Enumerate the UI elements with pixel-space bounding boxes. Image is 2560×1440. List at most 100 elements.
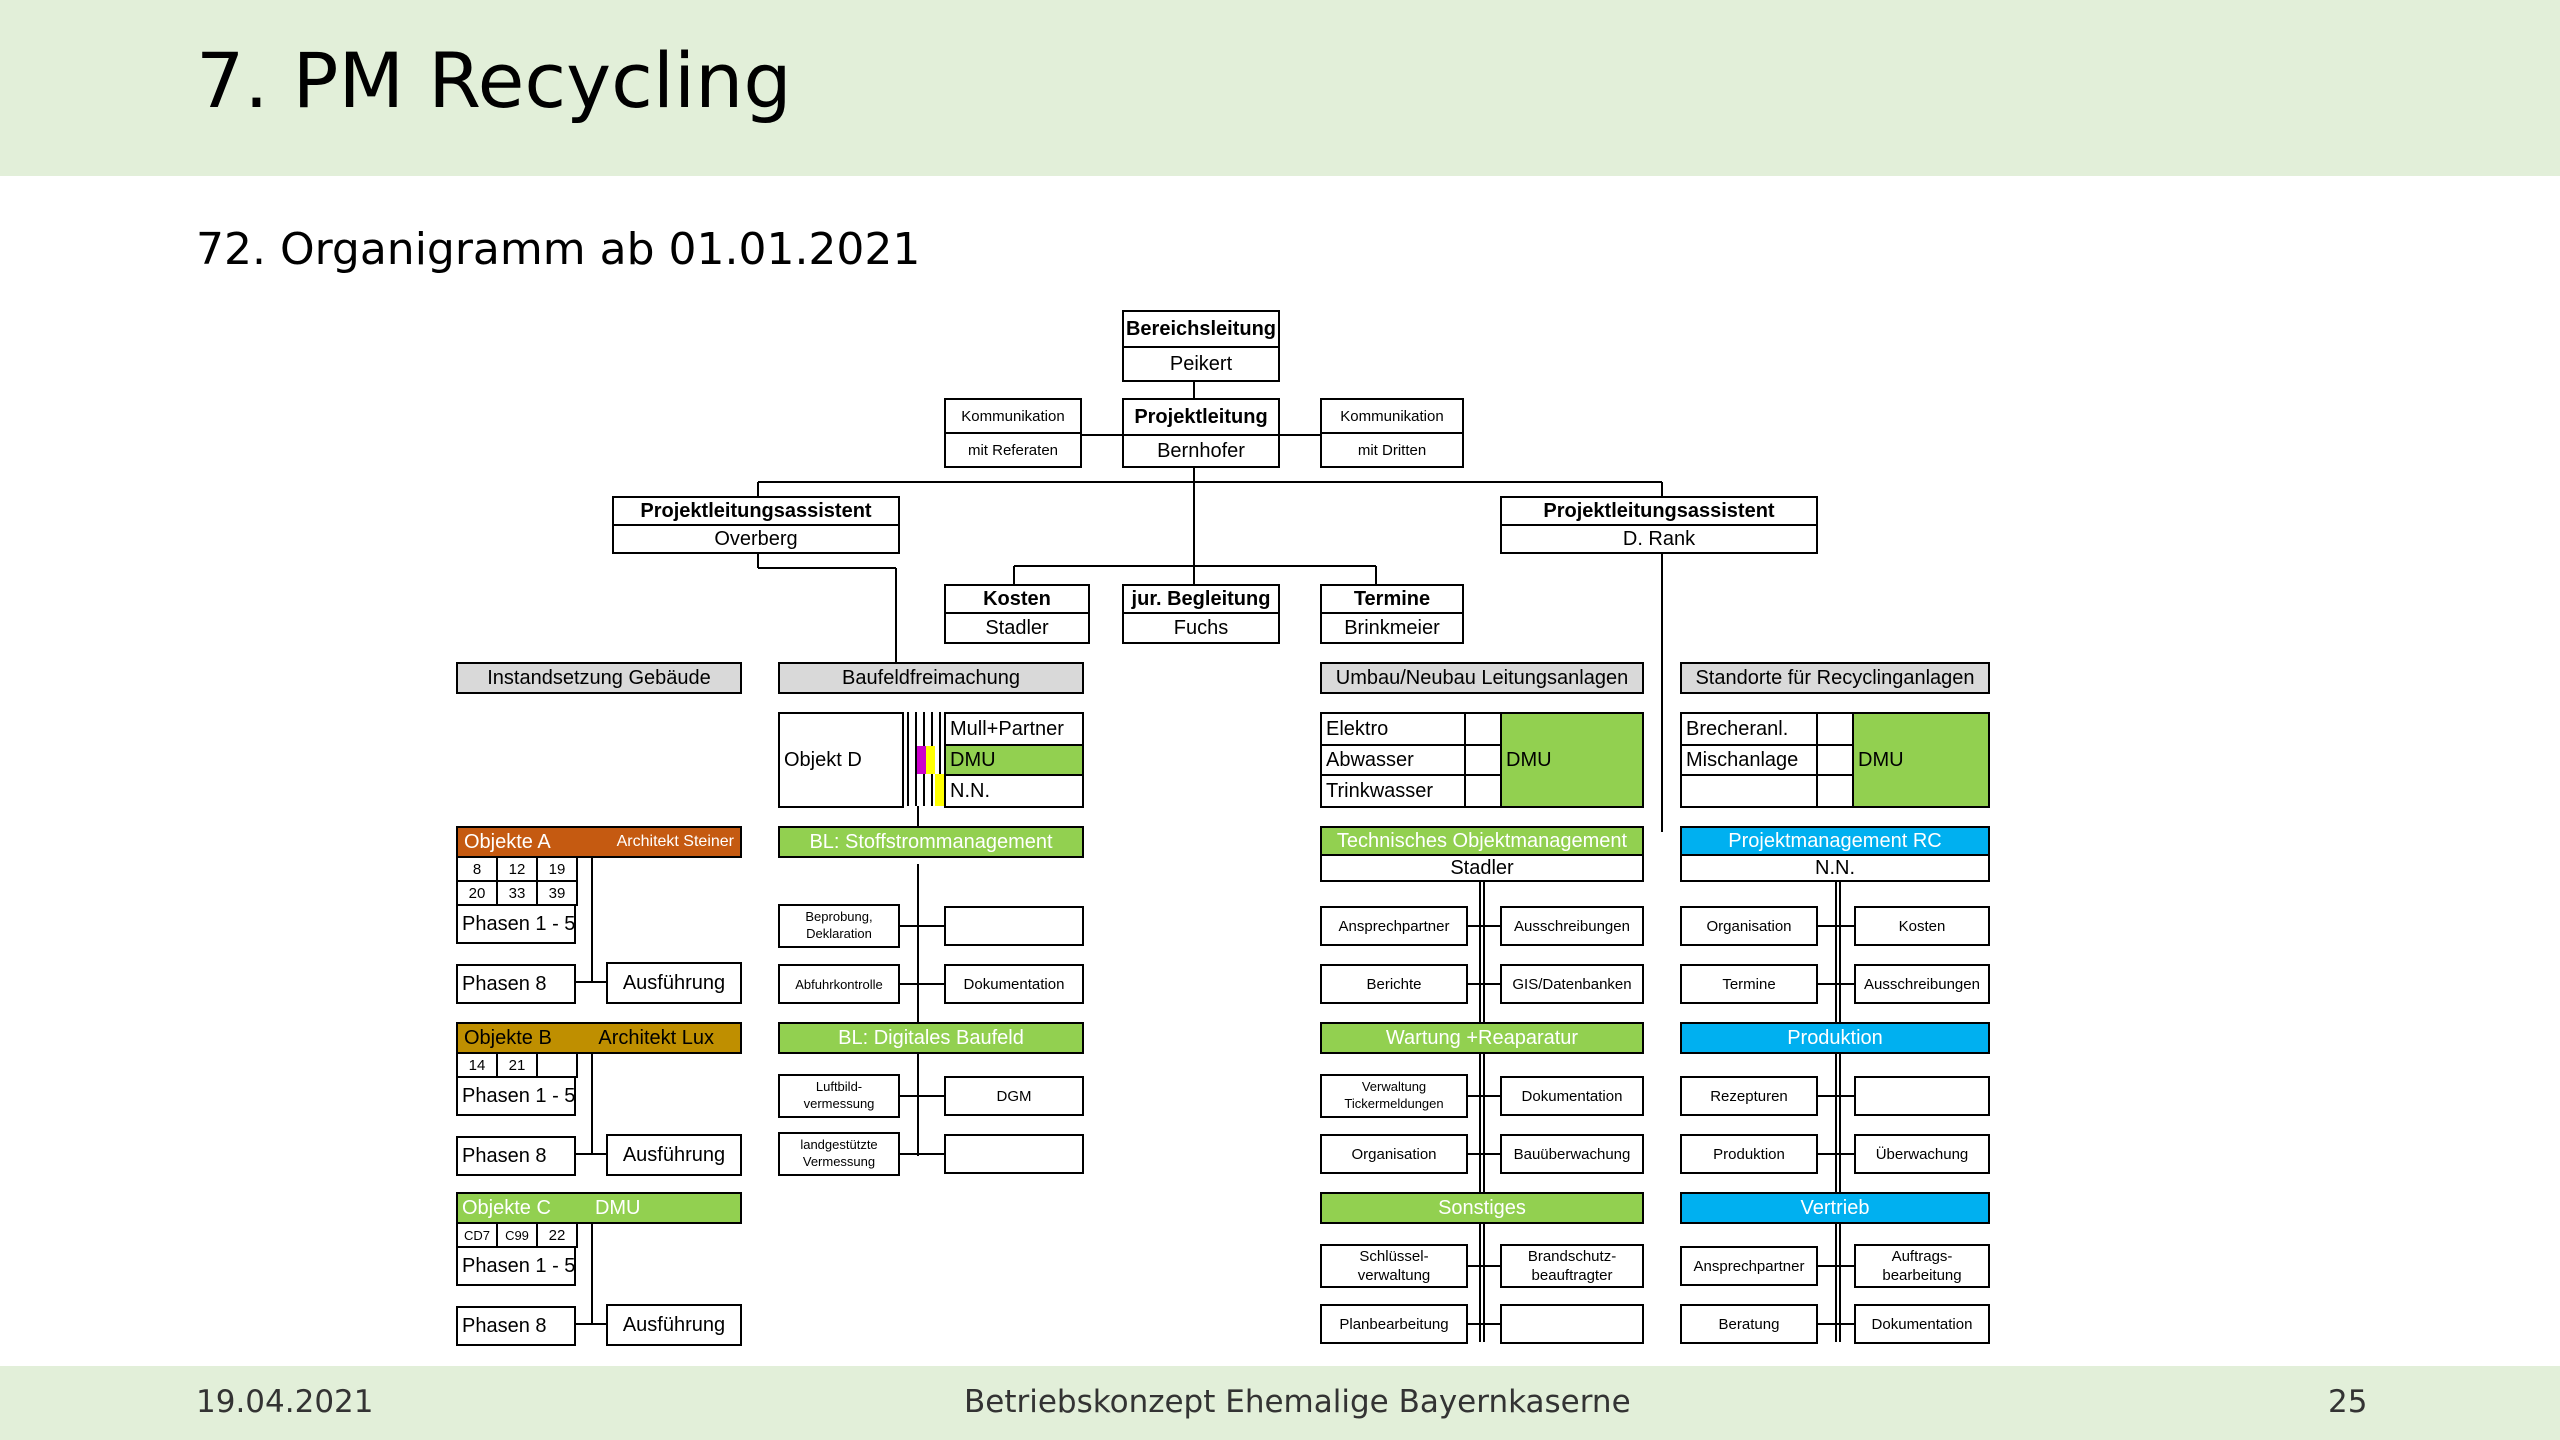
objekte-c-phasen8: Phasen 8 <box>456 1306 576 1346</box>
header-objekte-c: Objekte C DMU <box>456 1192 742 1224</box>
footer-date: 19.04.2021 <box>196 1384 374 1420</box>
objekte-a-title: Objekte A <box>464 830 551 853</box>
box-kosten-name: Stadler <box>944 612 1090 644</box>
box-projektleitung-title: Projektleitung <box>1122 398 1280 436</box>
box-bereichsleitung-name: Peikert <box>1122 346 1280 382</box>
box-organisation-wartung: Organisation <box>1320 1134 1468 1174</box>
box-beprobung: Beprobung, Deklaration <box>778 904 900 948</box>
verwaltung-line1: Verwaltung <box>1361 1079 1427 1095</box>
page-title: 7. PM Recycling <box>196 36 792 125</box>
box-schluessel: Schlüssel- verwaltung <box>1320 1244 1468 1288</box>
header-bl-stoffstrom: BL: Stoffstrommanagement <box>778 826 1084 858</box>
luftbild-line1: Luftbild- <box>815 1079 863 1095</box>
box-jur-title: jur. Begleitung <box>1122 584 1280 614</box>
objekte-a-architect: Architekt Steiner <box>616 833 734 850</box>
box-standorte-empty <box>1680 774 1818 808</box>
box-elektro: Elektro <box>1320 712 1466 746</box>
header-umbau-neubau: Umbau/Neubau Leitungsanlagen <box>1320 662 1644 694</box>
box-umbau-spacer-1 <box>1464 712 1502 746</box>
beprobung-line2: Deklaration <box>806 926 872 941</box>
objekte-c-num-2: C99 <box>496 1222 538 1248</box>
objekte-c-phasen: Phasen 1 - 5 <box>456 1246 576 1286</box>
brandschutz-line1: Brandschutz- <box>1527 1247 1617 1265</box>
box-standorte-spacer-2 <box>1816 744 1854 776</box>
box-standorte-spacer-1 <box>1816 712 1854 746</box>
header-baufeldfreimachung: Baufeldfreimachung <box>778 662 1084 694</box>
box-verwaltung: Verwaltung Tickermeldungen <box>1320 1074 1468 1118</box>
objekte-c-ausfuehrung: Ausführung <box>606 1304 742 1346</box>
header-pm-rc: Projektmanagement RC <box>1680 826 1990 856</box>
box-organisation-rc: Organisation <box>1680 906 1818 946</box>
box-kosten-rc: Kosten <box>1854 906 1990 946</box>
objekte-c-num-1: CD7 <box>456 1222 498 1248</box>
box-beratung: Beratung <box>1680 1304 1818 1344</box>
box-kommunikation-dritten-1: Kommunikation <box>1320 398 1464 434</box>
box-berichte: Berichte <box>1320 964 1468 1004</box>
box-objekt-d: Objekt D <box>778 712 904 808</box>
box-brandschutz: Brandschutz- beauftragter <box>1500 1244 1644 1288</box>
beprobung-line1: Beprobung, <box>805 909 873 925</box>
objekte-a-num-2: 12 <box>496 856 538 882</box>
box-bauueberwachung: Bauüberwachung <box>1500 1134 1644 1174</box>
box-pm-rc-name: N.N. <box>1680 854 1990 882</box>
box-produktion: Produktion <box>1680 1134 1818 1174</box>
box-umbau-spacer-2 <box>1464 744 1502 776</box>
schluessel-line2: verwaltung <box>1357 1267 1431 1284</box>
box-standorte-dmu: DMU <box>1852 712 1990 808</box>
objekte-b-phasen: Phasen 1 - 5 <box>456 1076 576 1116</box>
box-mischanlage: Mischanlage <box>1680 744 1818 776</box>
box-termine-rc: Termine <box>1680 964 1818 1004</box>
header-tom: Technisches Objektmanagement <box>1320 826 1644 856</box>
header-bl-digital: BL: Digitales Baufeld <box>778 1022 1084 1054</box>
box-pla-left-name: Overberg <box>612 524 900 554</box>
box-pla-right-title: Projektleitungsassistent <box>1500 496 1818 526</box>
objekte-a-phasen: Phasen 1 - 5 <box>456 904 576 944</box>
box-termine-title: Termine <box>1320 584 1464 614</box>
luftbild-line2: vermessung <box>803 1096 875 1111</box>
objekte-b-architect: Architekt Lux <box>598 1026 714 1049</box>
box-projektleitung-name: Bernhofer <box>1122 434 1280 468</box>
box-jur-name: Fuchs <box>1122 612 1280 644</box>
objekte-a-num-5: 33 <box>496 880 538 906</box>
box-kommunikation-referaten-2: mit Referaten <box>944 432 1082 468</box>
objekte-a-phasen8: Phasen 8 <box>456 964 576 1004</box>
brandschutz-line2: beauftragter <box>1531 1267 1613 1284</box>
box-umbau-spacer-3 <box>1464 774 1502 808</box>
schluessel-line1: Schlüssel- <box>1359 1247 1429 1265</box>
box-umbau-dmu: DMU <box>1500 712 1644 808</box>
box-pla-left-title: Projektleitungsassistent <box>612 496 900 526</box>
header-sonstiges: Sonstiges <box>1320 1192 1644 1224</box>
box-sonstiges-empty <box>1500 1304 1644 1344</box>
header-produktion: Produktion <box>1680 1022 1990 1054</box>
box-landgestuetzt: landgestützte Vermessung <box>778 1132 900 1176</box>
box-rezepturen: Rezepturen <box>1680 1076 1818 1116</box>
box-trinkwasser: Trinkwasser <box>1320 774 1466 808</box>
box-dokumentation-stoff: Dokumentation <box>944 964 1084 1004</box>
box-dokumentation-wartung: Dokumentation <box>1500 1076 1644 1116</box>
box-abwasser: Abwasser <box>1320 744 1466 776</box>
objekte-a-num-3: 19 <box>536 856 578 882</box>
landgestuetzt-line2: Vermessung <box>802 1154 876 1169</box>
box-luftbild: Luftbild- vermessung <box>778 1074 900 1118</box>
header-instandsetzung: Instandsetzung Gebäude <box>456 662 742 694</box>
box-ansprechpartner-tom: Ansprechpartner <box>1320 906 1468 946</box>
header-standorte: Standorte für Recyclinganlagen <box>1680 662 1990 694</box>
box-ausschreibungen-rc: Ausschreibungen <box>1854 964 1990 1004</box>
objekte-a-num-4: 20 <box>456 880 498 906</box>
box-stoff-empty <box>944 906 1084 946</box>
box-brecheranlage: Brecheranl. <box>1680 712 1818 746</box>
box-dgm: DGM <box>944 1076 1084 1116</box>
auftrags-line1: Auftrags- <box>1891 1247 1953 1265</box>
footer-title: Betriebskonzept Ehemalige Bayernkaserne <box>964 1384 1631 1420</box>
page-subtitle: 72. Organigramm ab 01.01.2021 <box>196 224 921 275</box>
footer-band <box>0 1366 2560 1440</box>
box-digital-empty <box>944 1134 1084 1174</box>
objekte-a-num-1: 8 <box>456 856 498 882</box>
box-kosten-title: Kosten <box>944 584 1090 614</box>
box-bereichsleitung-title: Bereichsleitung <box>1122 310 1280 348</box>
objekte-a-num-6: 39 <box>536 880 578 906</box>
box-kommunikation-referaten-1: Kommunikation <box>944 398 1082 434</box>
box-objekt-d-mull: Mull+Partner <box>944 712 1084 746</box>
header-objekte-b: Objekte B Architekt Lux <box>456 1022 742 1054</box>
